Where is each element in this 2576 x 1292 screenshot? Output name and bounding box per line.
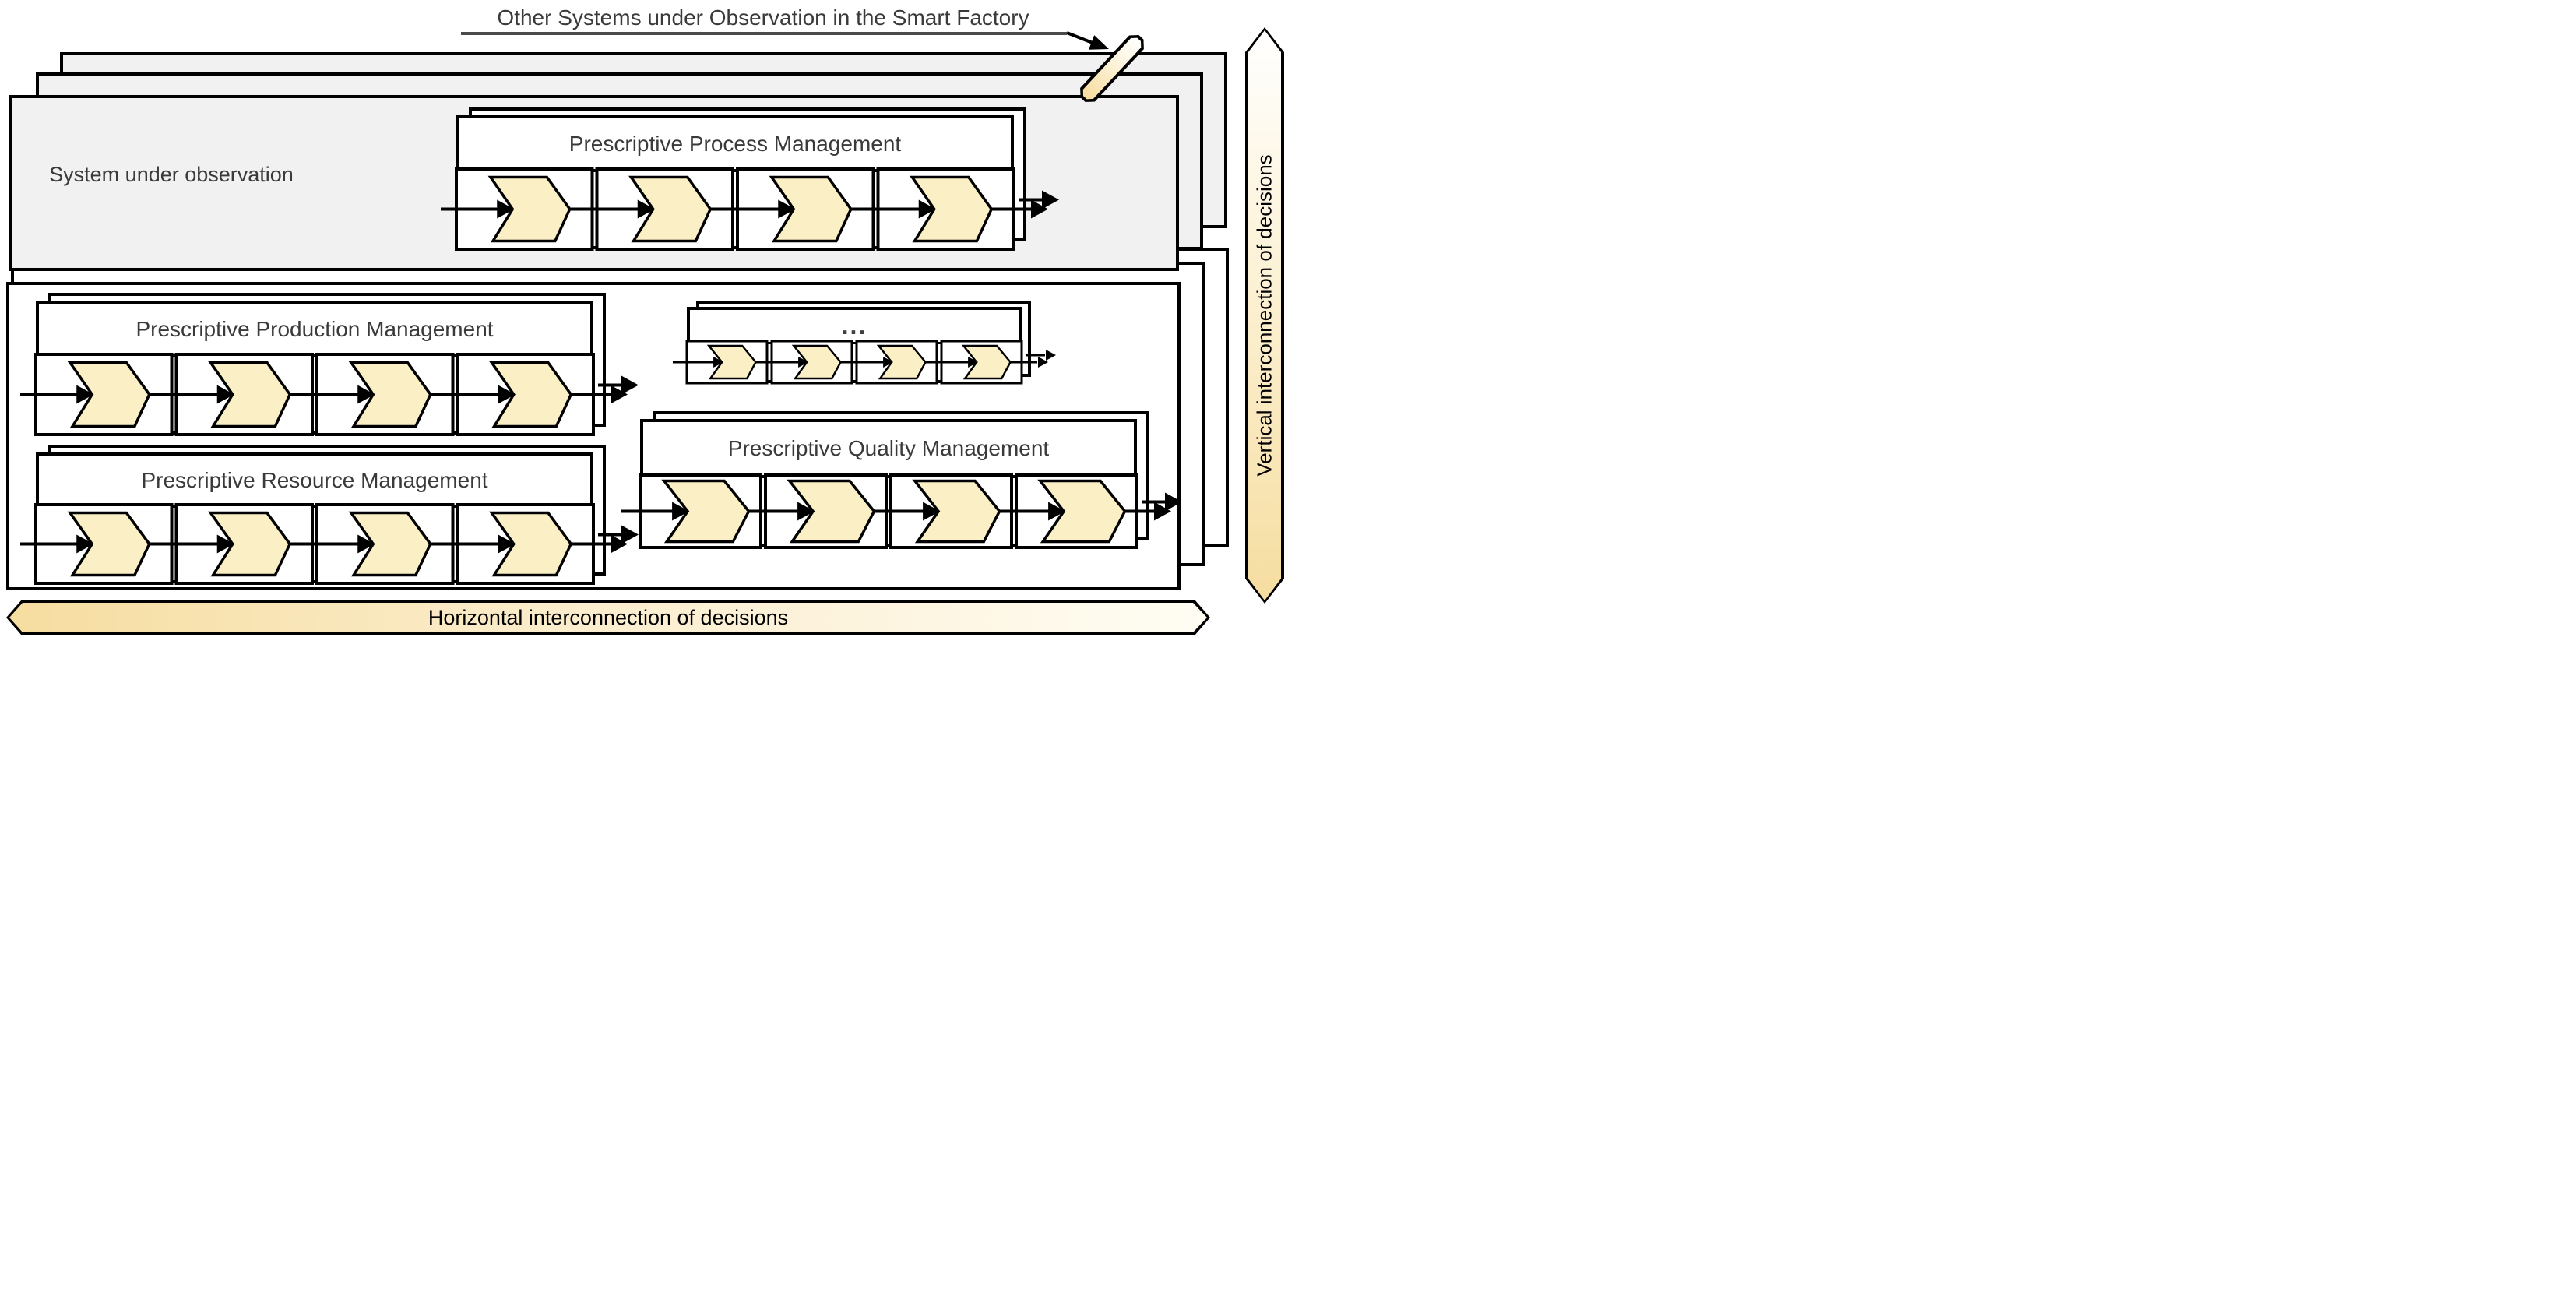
vertical-banner bbox=[1245, 27, 1284, 604]
horizontal-banner bbox=[6, 600, 1210, 635]
horizontal-banner-label: Horizontal interconnection of decisions bbox=[428, 605, 789, 629]
vertical-banner-label: Vertical interconnection of decisions bbox=[1245, 27, 1284, 604]
process-widget: Prescriptive Process Management bbox=[456, 115, 1014, 249]
page-title: Other Systems under Observation in the S… bbox=[497, 5, 1029, 30]
resource-widget: Prescriptive Resource Management bbox=[36, 452, 593, 583]
resource-widget-title: Prescriptive Resource Management bbox=[39, 456, 590, 508]
production-widget: Prescriptive Production Management bbox=[36, 301, 593, 435]
others-widget-title: ... bbox=[690, 310, 1019, 344]
page-title-underline bbox=[461, 32, 1067, 35]
production-widget-title: Prescriptive Production Management bbox=[39, 304, 590, 357]
vertical-banner-fill bbox=[1248, 30, 1281, 600]
horizontal-banner-fill bbox=[9, 603, 1207, 632]
quality-widget-title: Prescriptive Quality Management bbox=[643, 422, 1134, 478]
quality-widget: Prescriptive Quality Management bbox=[640, 419, 1137, 547]
vertical-banner-text: Vertical interconnection of decisions bbox=[1252, 154, 1276, 477]
process-widget-title: Prescriptive Process Management bbox=[459, 118, 1011, 172]
smart-factory-diagram: System under observation Prescriptive Pr… bbox=[0, 0, 1288, 646]
others-widget: ... bbox=[687, 307, 1022, 383]
system-under-observation-label: System under observation bbox=[49, 162, 294, 186]
